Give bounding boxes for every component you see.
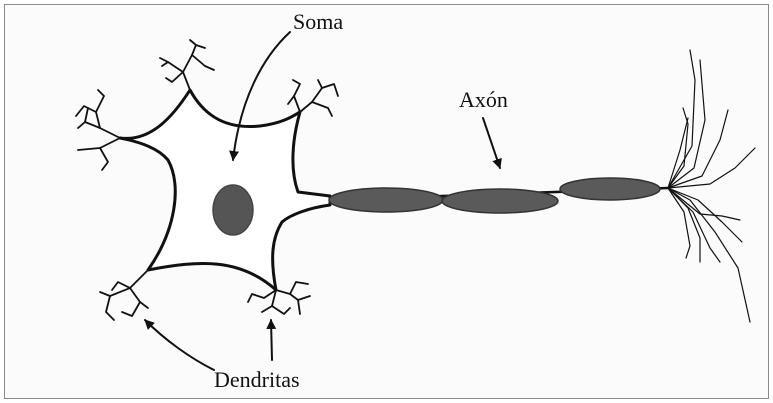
axon-arrow: [483, 118, 500, 168]
axon-label: Axón: [459, 89, 508, 111]
dendrite-arrow-left: [145, 320, 214, 370]
axon-terminals: [668, 50, 755, 322]
myelin-segment: [442, 189, 558, 213]
soma-label: Soma: [293, 11, 343, 33]
dendrites-label: Dendritas: [214, 369, 300, 391]
myelin-sheath: [329, 178, 660, 213]
dendrite-arrow-right: [271, 320, 272, 360]
myelin-segment: [560, 178, 660, 200]
nucleus: [213, 185, 253, 235]
myelin-segment: [329, 188, 443, 212]
